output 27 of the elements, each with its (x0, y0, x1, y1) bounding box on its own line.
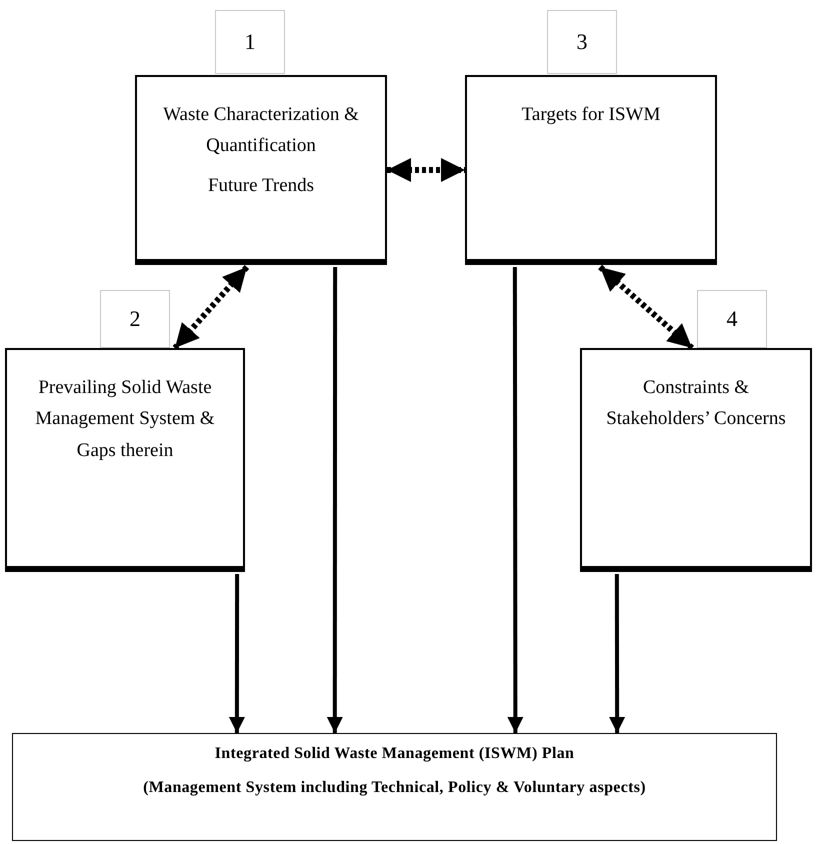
arrow (507, 267, 524, 733)
node-text: 4 (726, 306, 738, 332)
step-number (100, 290, 170, 348)
node-text: 1 (244, 29, 256, 55)
node-text: Waste Characterization & Quantification (162, 103, 360, 158)
process-box (5, 348, 245, 572)
step-number (215, 10, 285, 74)
process-box (465, 75, 717, 265)
node-text: Integrated Solid Waste Management (ISWM) Plan (214, 744, 574, 764)
node-text: 3 (576, 29, 588, 55)
node-text: 2 (130, 306, 140, 332)
node-text: Prevailing Solid Waste Management System & Gaps therein (34, 376, 216, 463)
arrow (609, 574, 626, 733)
arrow (228, 574, 245, 733)
step-number (547, 10, 617, 74)
plan-box (12, 733, 777, 841)
node-text: Targets for ISWM (522, 103, 660, 127)
process-box (580, 348, 812, 572)
arrow (172, 265, 250, 350)
arrow (387, 158, 465, 182)
process-box (135, 75, 387, 265)
step-number (697, 290, 767, 348)
arrow (598, 264, 694, 350)
node-text: Constraints & Stakeholders’ Concerns (605, 376, 787, 432)
node-text: (Management System including Technical, Policy & Voluntary aspects) (143, 778, 646, 798)
arrow (326, 267, 343, 733)
node-text: Future Trends (208, 174, 314, 198)
